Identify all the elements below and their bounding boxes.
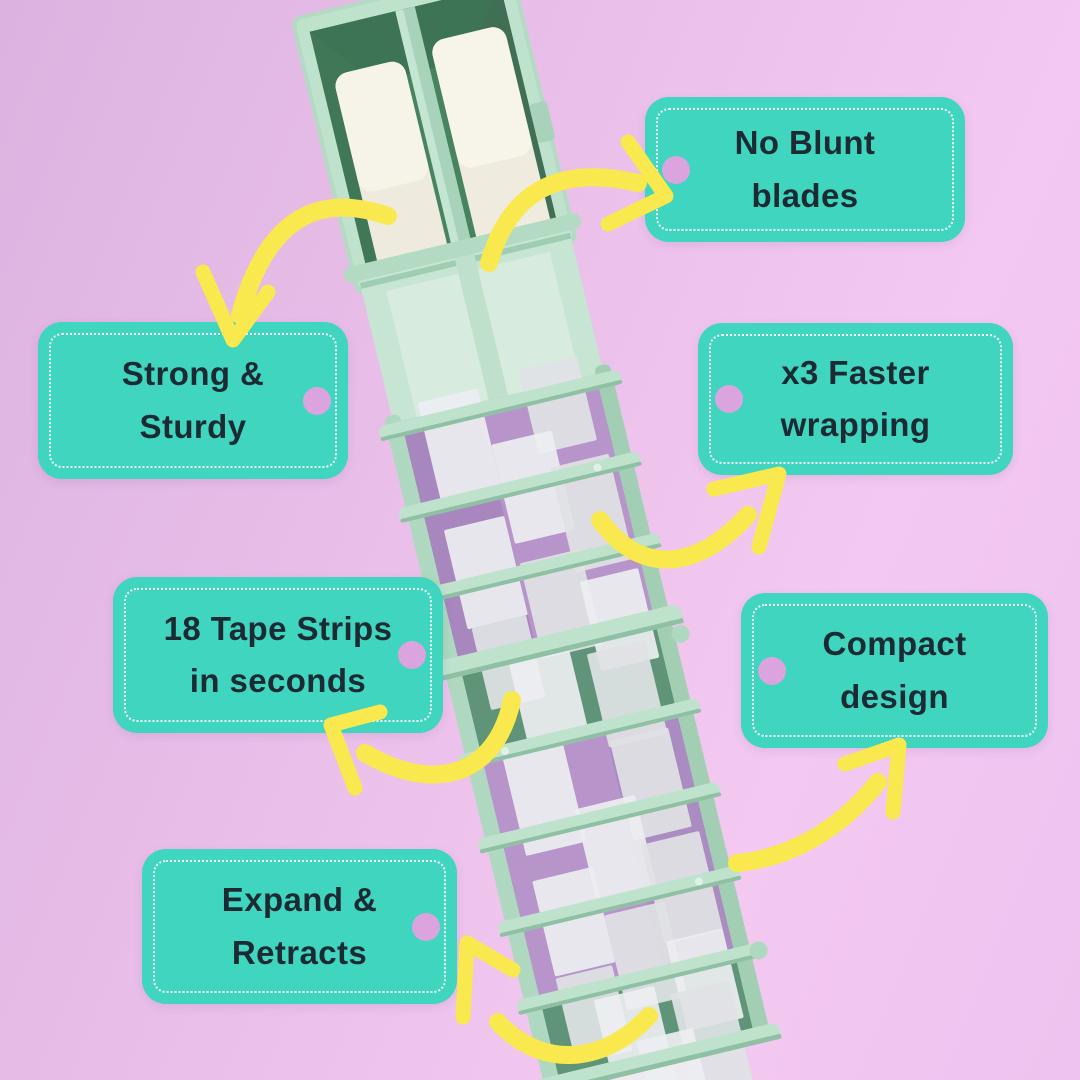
tag-hole (715, 385, 743, 413)
tag-line: blades (751, 176, 859, 214)
tag-line: design (840, 677, 949, 715)
ladder-rungs (379, 370, 782, 1080)
tag-hole (412, 912, 440, 941)
feature-tag-strong-sturdy: Strong & Sturdy (38, 322, 348, 479)
feature-tag-compact-design: Compact design (741, 593, 1048, 748)
curved-arrow-to-compact-design (728, 737, 907, 872)
curved-arrow-to-no-blunt-blades (480, 134, 674, 272)
tag-line: No Blunt (734, 124, 876, 162)
tag-hole (758, 656, 786, 685)
tag-line: x3 Faster (781, 353, 930, 391)
tag-line: Compact (822, 625, 967, 663)
curved-arrow-to-18-tape-strips (323, 691, 521, 796)
tag-line: Sturdy (139, 407, 247, 445)
tag-hole (662, 155, 690, 184)
tag-line: Strong & (121, 355, 265, 393)
tag-hole (303, 386, 331, 415)
feature-tag-x3-faster-wrapping: x3 Faster wrapping (698, 323, 1013, 475)
tag-line: in seconds (189, 662, 367, 699)
feature-tag-no-blunt-blades: No Blunt blades (645, 97, 965, 242)
tag-line: Expand & (221, 881, 378, 919)
tag-line: wrapping (780, 406, 931, 443)
curved-arrow-to-strong-sturdy (195, 198, 397, 348)
curved-arrow-to-expand-retracts (455, 935, 658, 1064)
curved-arrow-to-x3-faster-wrapping (591, 466, 787, 569)
feature-tag-expand-retracts: Expand & Retracts (142, 849, 457, 1004)
tag-line: Retracts (231, 933, 368, 971)
tag-hole (398, 641, 426, 669)
tag-line: 18 Tape Strips (163, 609, 393, 647)
feature-tag-18-tape-strips: 18 Tape Strips in seconds (113, 577, 443, 733)
